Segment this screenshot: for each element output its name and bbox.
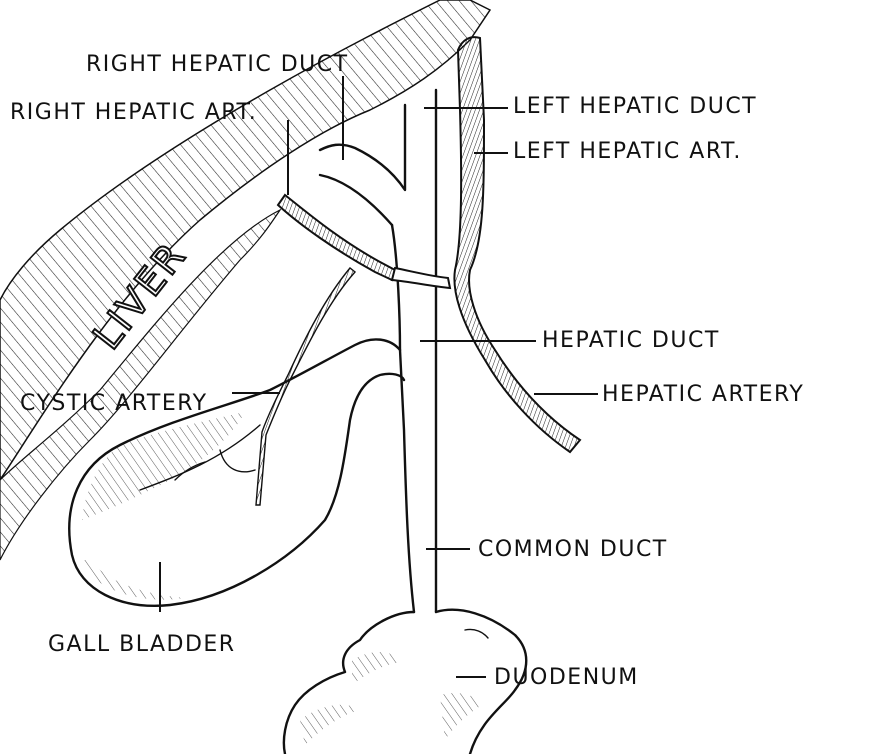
label-right-hepatic-duct: RIGHT HEPATIC DUCT bbox=[86, 52, 349, 77]
label-gall-bladder: GALL BLADDER bbox=[48, 632, 236, 657]
label-hepatic-duct: HEPATIC DUCT bbox=[542, 328, 720, 353]
label-right-hepatic-art: RIGHT HEPATIC ART. bbox=[10, 100, 257, 125]
cystic-artery bbox=[256, 268, 355, 505]
right-hepatic-artery bbox=[278, 195, 450, 288]
label-common-duct: COMMON DUCT bbox=[478, 537, 668, 562]
label-hepatic-artery: HEPATIC ARTERY bbox=[602, 382, 804, 407]
duodenum bbox=[284, 610, 526, 754]
label-duodenum: DUODENUM bbox=[494, 665, 639, 690]
label-cystic-artery: CYSTIC ARTERY bbox=[20, 391, 208, 416]
hepatic-duct bbox=[392, 90, 436, 612]
label-left-hepatic-duct: LEFT HEPATIC DUCT bbox=[513, 94, 757, 119]
label-left-hepatic-art: LEFT HEPATIC ART. bbox=[513, 139, 742, 164]
